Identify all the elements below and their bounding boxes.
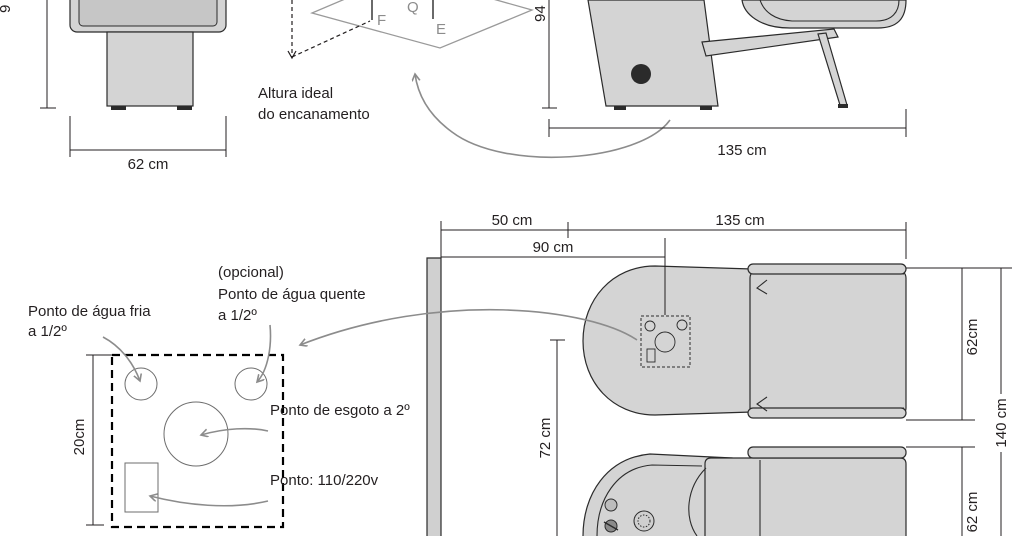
box-size-label: 20cm [71,419,88,456]
chair-2-headrest-curve [688,467,707,536]
hot-water-optional: (opcional) [218,264,284,281]
chair-length-label: 135 cm [715,212,764,229]
chair-1-arm-bottom [747,407,907,419]
cold-water-point [124,367,158,401]
front-width-label: 62 cm [128,156,169,173]
chair-1-width-label: 62cm [964,319,981,356]
side-foot-left [614,106,626,110]
power-point [124,462,159,513]
elevation-callout-arrow [415,74,671,159]
hot-water-arrow [257,324,272,382]
points-height-label: 72 cm [537,418,554,459]
side-seat-cushion [741,0,907,29]
side-leg-foot [838,104,848,108]
chair-2-seat [704,457,907,536]
chair-2-arm-top [747,446,907,459]
front-foot-right [177,106,192,110]
wall-to-bowl-label: 50 cm [492,212,533,229]
chair-2-mixer-handle [603,521,619,531]
floor-plane-outline [310,0,534,49]
connection-box-callout-arrow [300,308,638,345]
chair-1-drain-point [654,331,676,353]
side-leg [817,32,848,106]
chair-2-width-label: 62 cm [964,492,981,533]
cold-water-size: a 1/2º [28,323,67,340]
top-view: 50 cm 135 cm 90 cm [300,212,1012,536]
chair-1-rim-detail-bottom [756,396,768,412]
chair-2-drain-grate [637,514,651,528]
chair-top-view-2 [582,446,907,536]
front-chair-base [106,31,194,107]
side-foot-right [700,106,712,110]
side-legrest [701,28,839,57]
drain-point [163,401,229,467]
wall-to-points-label: 90 cm [533,239,574,256]
side-height-label: 94 [532,5,549,22]
chair-1-cold-point [644,320,656,332]
letter-q: Q [407,0,419,16]
power-arrow [150,496,269,507]
power-label: Ponto: 110/220v [270,472,379,489]
drain-label: Ponto de esgoto a 2º [270,402,410,419]
chair-top-view-1 [582,263,907,419]
chair-2-drain [633,510,655,532]
plumbing-elevation: F Q E Altura ideal do encanamento [258,0,671,159]
side-drain-outlet [631,64,651,84]
hot-water-label: Ponto de água quente [218,286,366,303]
drain-arrow [201,427,269,435]
chair-1-bowl [582,265,753,416]
chair-1-seat [749,269,907,417]
letter-e: E [436,21,446,38]
total-width-label: 140 cm [993,398,1010,447]
wall [426,257,442,536]
front-view: 9 62 cm [0,0,227,173]
chair-1-arm-top [747,263,907,275]
front-chair-top-inner [78,0,218,27]
letter-f: F [377,12,386,29]
chair-1-power-point [646,348,656,363]
side-chair-base [587,0,719,107]
caption-line-2: do encanamento [258,106,370,123]
chair-2-bowl [582,453,733,536]
points-detail: 20cm Ponto de água fria a 1/2º (opcional… [28,264,410,529]
hot-water-point [234,367,268,401]
side-length-label: 135 cm [717,142,766,159]
chair-2-bowl-inner-rim [596,464,703,536]
side-seat-inner-line [759,0,900,22]
front-foot-left [111,106,126,110]
connection-box-dashed [110,353,285,529]
caption-line-1: Altura ideal [258,85,333,102]
height-dashed-diagonal [291,20,371,58]
height-down-arrow-icon [287,50,297,60]
cold-water-label: Ponto de água fria [28,303,151,320]
hot-water-size: a 1/2º [218,307,257,324]
front-height-label: 9 [0,5,14,13]
chair-1-rim-detail-top [756,279,768,295]
chair-2-spout [604,498,618,512]
side-view: 94 135 cm [532,0,907,159]
chair-1-hot-point [676,319,688,331]
cold-water-arrow [102,336,140,381]
